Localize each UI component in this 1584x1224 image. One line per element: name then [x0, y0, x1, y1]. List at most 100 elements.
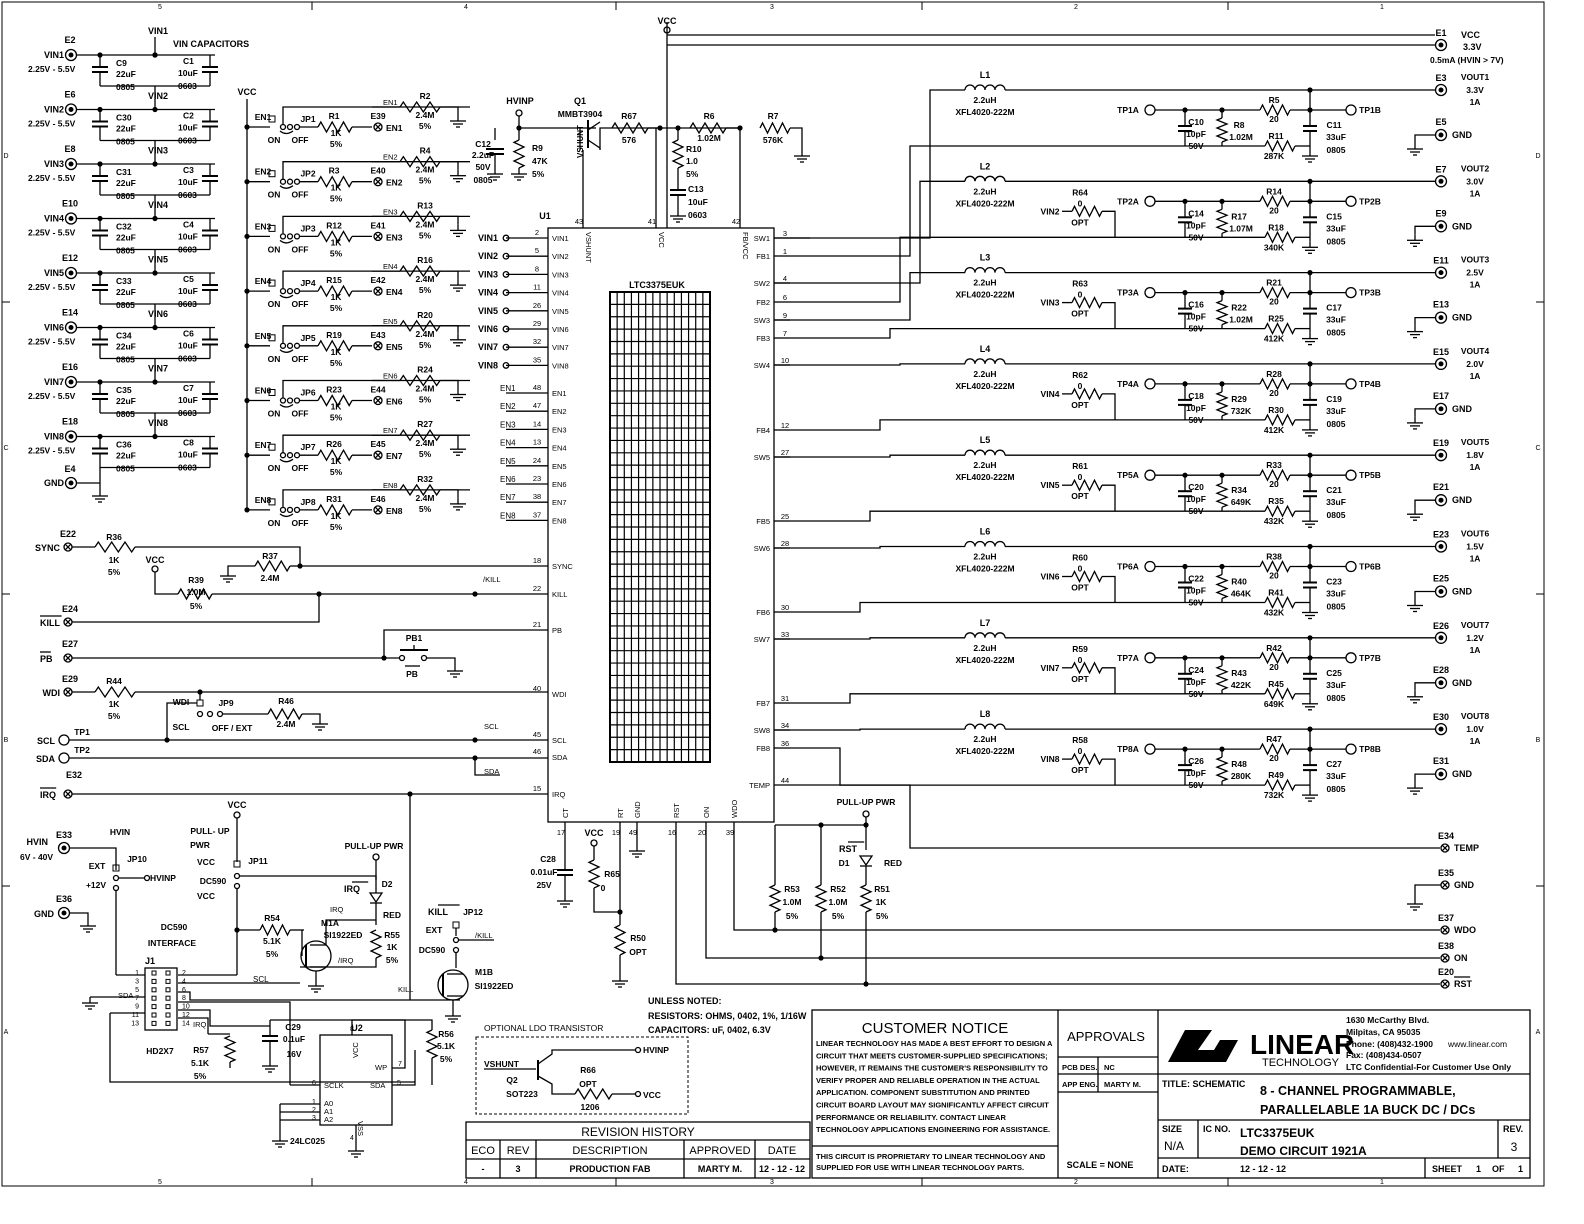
label: 5%	[330, 358, 343, 368]
test-point	[112, 874, 120, 882]
label: Fax: (408)434-0507	[1346, 1050, 1422, 1060]
label: L8	[980, 709, 991, 719]
en-net-label-small: EN4	[383, 262, 398, 271]
label: XFL4020-222M	[955, 198, 1014, 208]
label: 8	[182, 995, 186, 1002]
terminal-x	[374, 397, 382, 404]
label: C4	[183, 220, 194, 230]
test-point	[279, 287, 287, 295]
label: SCALE = NONE	[1067, 1160, 1134, 1170]
label: 287K	[1264, 151, 1285, 161]
label: 5.1K	[263, 936, 282, 946]
label: E27	[62, 639, 78, 649]
wire	[1414, 884, 1441, 898]
label: JP1	[300, 114, 315, 124]
label: VOUT7	[1461, 620, 1490, 630]
label: R22	[1231, 303, 1247, 313]
label: SYNC	[552, 562, 573, 571]
label: 5	[135, 987, 139, 994]
test-point	[1345, 195, 1357, 207]
label: 0805	[1327, 328, 1346, 338]
label: SW5	[754, 453, 770, 462]
turret-terminal	[1438, 452, 1444, 458]
label: 10pF	[1186, 129, 1206, 139]
resistor-symbol	[759, 121, 791, 135]
label: SIZE	[1162, 1124, 1182, 1134]
label: DC590	[161, 922, 188, 932]
wire	[593, 888, 620, 913]
test-point	[452, 936, 460, 944]
label: 1.02M	[1229, 315, 1253, 325]
label: 8 - CHANNEL PROGRAMMABLE,	[1260, 1084, 1456, 1098]
label: JP9	[218, 698, 233, 708]
label: EN2	[500, 402, 516, 411]
label: 5%	[876, 911, 889, 921]
label: R31	[326, 494, 342, 504]
label: 13	[131, 1020, 139, 1027]
terminal-x	[1440, 925, 1450, 935]
turret-terminal	[68, 107, 74, 112]
label: 2.2uH	[973, 278, 996, 288]
junction-dot	[617, 909, 623, 915]
turret-terminal	[1434, 357, 1448, 371]
label: FB5	[756, 517, 770, 526]
label: TP6A	[1117, 562, 1139, 572]
label: C33	[116, 276, 132, 286]
turret-terminal	[1434, 631, 1448, 644]
label: E14	[62, 308, 78, 318]
label: 5%	[108, 711, 121, 721]
wire	[1414, 316, 1435, 326]
junction-dot	[152, 270, 158, 276]
test-point	[502, 270, 510, 278]
label: WDO	[730, 800, 739, 818]
wire	[790, 510, 1185, 522]
label: 0603	[178, 81, 197, 91]
wire	[774, 545, 965, 549]
wire	[227, 565, 255, 570]
label: VOUT8	[1461, 711, 1490, 721]
test-point	[634, 1046, 642, 1054]
label: TP4B	[1359, 379, 1381, 389]
resistor-symbol	[317, 339, 353, 353]
resistor-symbol	[1071, 570, 1103, 583]
label: E38	[1438, 941, 1454, 951]
j1-header	[144, 967, 178, 1031]
label: EN3	[255, 221, 272, 231]
en-net-label-small: EN6	[383, 372, 398, 381]
label: 39	[726, 828, 734, 837]
resistor-symbol	[94, 540, 136, 554]
label: 5%	[419, 395, 432, 405]
label: 2.4M	[416, 219, 435, 229]
label: 12 - 12 - 12	[759, 1164, 805, 1174]
jumper-pin	[196, 699, 204, 707]
label: R27	[417, 419, 433, 429]
label: 1K	[109, 699, 121, 709]
turret-terminal	[68, 480, 74, 486]
label: 2.2uH	[973, 95, 996, 105]
wire	[774, 728, 965, 731]
label: 5%	[330, 467, 343, 477]
label: CIRCUIT THAT MEETS CUSTOMER-SUPPLIED SPE…	[816, 1051, 1048, 1060]
row-marker: C	[1535, 445, 1540, 452]
label: 22uF	[116, 342, 136, 352]
label: APPLICATION. COMPONENT SUBSTITUTION AND …	[816, 1088, 1030, 1097]
turret-terminal	[1434, 402, 1448, 416]
label: E2	[64, 35, 75, 45]
jumper-shunt	[279, 513, 294, 518]
control-signal-section: E22SYNCR361K5%R372.4MVCCR391.0M5%/KILLE2…	[35, 529, 548, 800]
resistor-symbol	[1259, 103, 1291, 117]
resistor-symbol	[317, 230, 353, 243]
resistor-symbol	[1071, 478, 1103, 492]
label: 2.5V	[1466, 268, 1484, 278]
wire	[282, 215, 470, 234]
label: 0603	[178, 463, 197, 473]
label: KILL	[428, 907, 448, 917]
label: RST	[839, 844, 858, 854]
label: R25	[1268, 314, 1284, 324]
wire	[440, 434, 459, 444]
ic-body	[547, 227, 775, 823]
label: EN7	[255, 440, 272, 450]
label: VIN8	[44, 432, 64, 442]
turret-terminal	[1438, 178, 1444, 184]
label: E5	[1435, 117, 1446, 127]
